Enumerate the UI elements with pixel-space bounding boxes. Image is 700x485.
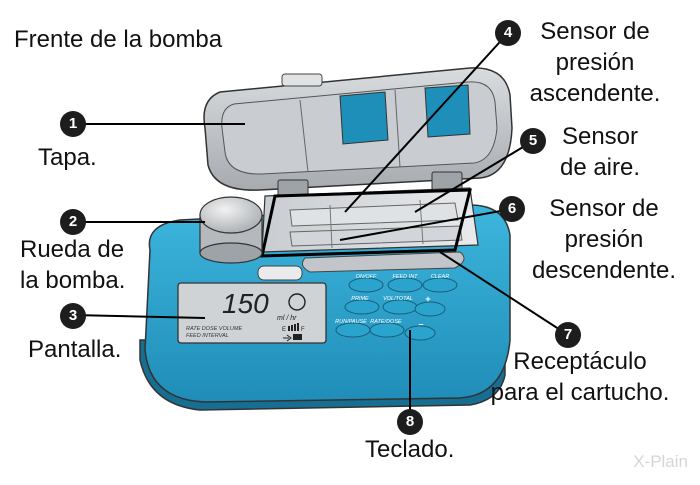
- battery-label-e: E: [282, 327, 286, 333]
- key-label-minus: –: [418, 319, 423, 329]
- callout-number-1: 1: [60, 111, 86, 137]
- callout-label-pantalla: Pantalla.: [28, 336, 122, 363]
- key-minus: [404, 325, 436, 341]
- callout-label-rueda: Rueda de la bomba.: [20, 236, 126, 294]
- key-label-rate-dose: RATE/DOSE: [370, 319, 402, 325]
- key-label-prime: PRIME: [351, 296, 369, 302]
- cartridge-receptacle: [301, 251, 465, 273]
- battery-bars-icon: [288, 323, 299, 331]
- lid-window-right: [424, 84, 471, 138]
- lid: [203, 67, 513, 191]
- display-line2: FEED INTERVAL: [186, 333, 229, 339]
- key-label-vol-total: VOL/TOTAL: [383, 296, 413, 302]
- watermark-logo: X-Plain: [633, 452, 688, 471]
- callout-label-presion-ascendente: Sensor de presión ascendente.: [529, 18, 661, 107]
- callout-label-presion-descendente: Sensor de presión descendente.: [531, 195, 677, 284]
- display: 150 ml / hr RATE DOSE VOLUME FEED INTERV…: [177, 282, 327, 344]
- callout-number-8: 8: [397, 409, 423, 435]
- leader-line-6: [339, 208, 513, 241]
- page-title: Frente de la bomba: [14, 26, 223, 53]
- body-button: [257, 265, 303, 281]
- key-label-on-off: ON/OFF: [356, 274, 377, 280]
- leader-line-7: [439, 251, 569, 336]
- leader-line-5: [414, 140, 534, 213]
- key-vol-total: [382, 299, 418, 315]
- battery-label-f: F: [301, 327, 305, 333]
- leader-lines: [72, 32, 569, 422]
- display-digits: 150: [222, 288, 269, 319]
- plug-icon: [283, 334, 292, 342]
- lid-window-left: [339, 91, 389, 145]
- display-units: ml / hr: [277, 315, 297, 322]
- key-prime: [344, 299, 380, 315]
- callout-number-2: 2: [60, 209, 86, 235]
- key-rate-dose: [369, 322, 405, 338]
- callout-label-teclado: Teclado.: [365, 436, 455, 463]
- leader-line-4: [344, 32, 509, 213]
- key-clear: [422, 277, 458, 293]
- callout-number-3: 3: [60, 303, 86, 329]
- key-label-feed-int: FEED INT: [392, 274, 418, 280]
- key-on-off: [348, 277, 384, 293]
- key-label-clear: CLEAR: [431, 274, 449, 280]
- callout-number-5: 5: [520, 128, 546, 154]
- callout-number-7: 7: [555, 322, 581, 348]
- leader-line-3: [72, 314, 206, 319]
- battery-icon: [293, 334, 302, 340]
- callout-number-4: 4: [495, 20, 521, 46]
- callout-label-tapa: Tapa.: [38, 144, 97, 171]
- callout-label-receptaculo: Receptáculo para el cartucho.: [490, 348, 670, 406]
- key-label-plus: +: [425, 294, 430, 304]
- callout-label-sensor-aire: Sensor de aire.: [559, 123, 641, 181]
- display-line1: RATE DOSE VOLUME: [186, 326, 242, 332]
- keypad: ON/OFF FEED INT CLEAR PRIME VOL/TOTAL + …: [335, 274, 458, 341]
- key-label-run-pause: RUN/PAUSE: [335, 319, 367, 325]
- key-run-pause: [335, 322, 371, 338]
- callout-number-6: 6: [499, 196, 525, 222]
- pump-wheel: [199, 196, 263, 264]
- key-plus: [414, 301, 446, 317]
- key-feed-int: [387, 277, 423, 293]
- sensor-highlight-frame: [260, 188, 472, 258]
